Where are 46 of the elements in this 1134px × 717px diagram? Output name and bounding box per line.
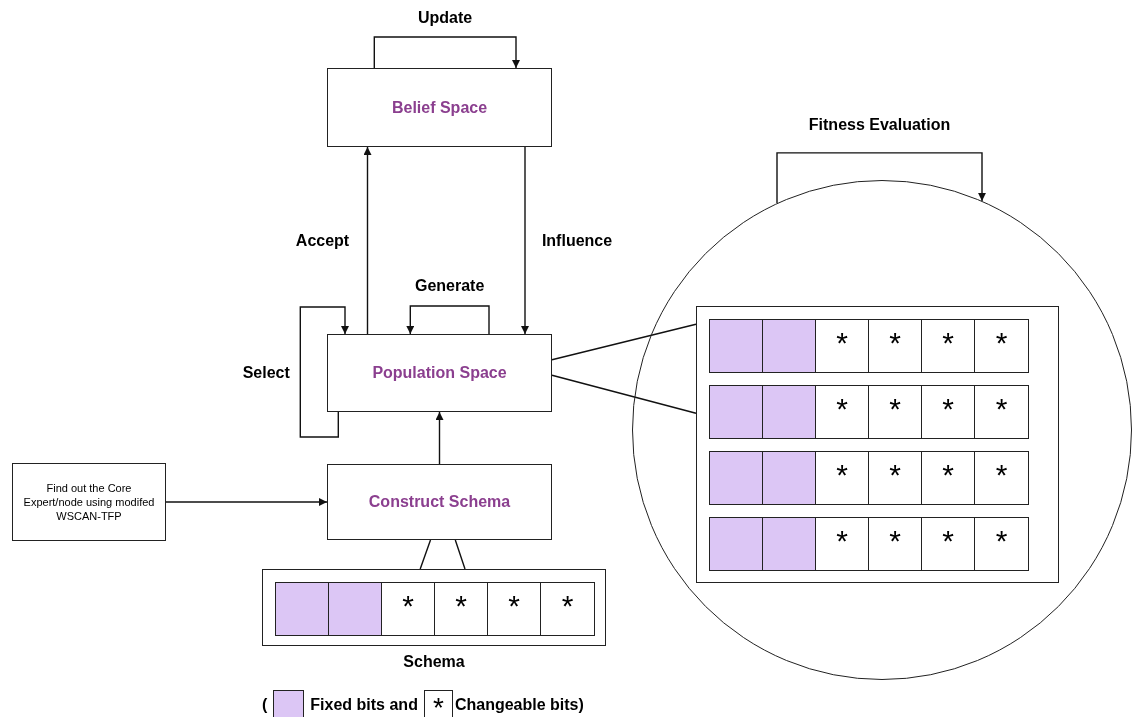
changeable-bit-cell-text: *	[994, 457, 1009, 493]
bit-row	[709, 385, 1029, 439]
loop-arrow	[373, 36, 520, 69]
bracket-text: (	[262, 695, 268, 714]
bit-row	[709, 451, 1029, 505]
arrow	[363, 146, 372, 335]
changeable-bit-cell-text: *	[994, 523, 1009, 559]
zoom-line	[551, 323, 697, 414]
changeable-bit-cell: *	[488, 583, 541, 635]
changeable-bit-cell-text: *	[560, 588, 575, 624]
population-box	[696, 306, 1059, 583]
changeable-bit-cell: *	[816, 320, 869, 372]
legend-text: Fixed bits and	[310, 695, 418, 714]
loop-arrow	[299, 306, 349, 438]
changeable-bit-cell: *	[869, 386, 922, 438]
changeable-bit-cell: *	[816, 386, 869, 438]
legend-text: Changeable bits)	[454, 695, 584, 714]
process-box: Population Space	[327, 334, 552, 412]
loop-arrow	[406, 305, 490, 335]
changeable-bit-cell-text: *	[994, 391, 1009, 427]
process-box: Find out the Core Expert/node using modifed WSCAN-TFP	[12, 463, 166, 541]
arrow	[521, 146, 529, 335]
bit-row	[709, 517, 1029, 571]
changeable-bit-cell: *	[922, 320, 975, 372]
changeable-bit-cell: *	[922, 518, 975, 570]
edge-label: Update	[418, 9, 473, 27]
loop-arrow	[776, 152, 986, 204]
edge-label: Accept	[295, 231, 350, 250]
changeable-bit-cell: *	[869, 518, 922, 570]
changeable-bit-cell: *	[382, 583, 435, 635]
changeable-bit-cell: *	[816, 518, 869, 570]
process-box: Belief Space	[327, 68, 552, 147]
changeable-bit-cell: *	[435, 583, 488, 635]
changeable-bit-cell: *	[922, 386, 975, 438]
process-box: Construct Schema	[327, 464, 552, 540]
bit-row	[709, 319, 1029, 373]
changeable-bit-cell: *	[869, 320, 922, 372]
arrow	[165, 498, 328, 506]
changeable-bit-cell: *	[816, 452, 869, 504]
changeable-bit-cell-text: *	[994, 325, 1009, 361]
legend-sample: *	[423, 690, 453, 717]
changeable-bit-cell: *	[869, 452, 922, 504]
zoom-line	[419, 539, 466, 570]
arrow	[435, 411, 444, 465]
changeable-bit-cell: *	[922, 452, 975, 504]
bit-row	[275, 582, 595, 636]
